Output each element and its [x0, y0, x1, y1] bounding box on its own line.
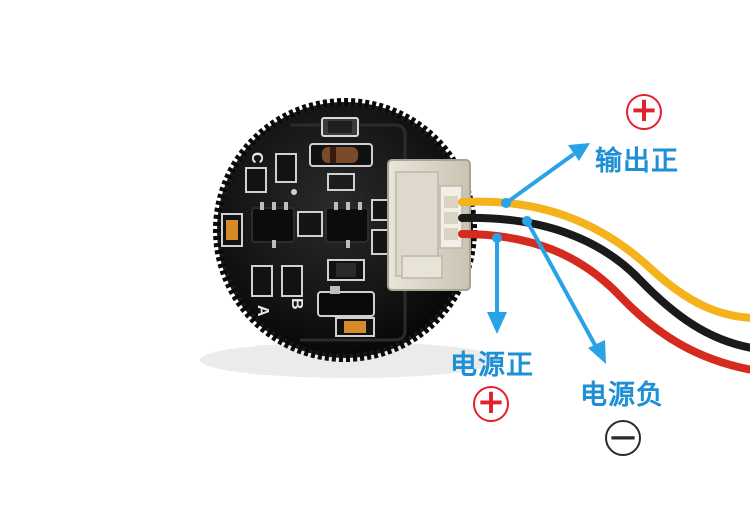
plus-icon-power: + [473, 385, 509, 422]
arrow-power-negative [525, 220, 597, 346]
label-output-positive: 输出正 [595, 146, 679, 177]
silkscreen-a: A [254, 305, 271, 317]
arrow-output-positive-head [568, 143, 590, 161]
plus-icon-output: + [626, 93, 662, 130]
callout-arrows [487, 143, 606, 364]
arrow-power-negative-head [588, 340, 606, 364]
silkscreen-c: C [248, 152, 265, 164]
jst-connector [387, 159, 471, 291]
wire-red [458, 230, 750, 374]
smd-components [221, 117, 391, 337]
silkscreen-b: B [288, 298, 305, 310]
minus-icon-power: — [605, 420, 641, 456]
arrow-power-positive-head [487, 312, 507, 334]
arrow-output-positive [504, 152, 576, 205]
label-power-negative: 电源负 [580, 380, 664, 411]
wire-yellow [458, 197, 750, 322]
label-power-positive: 电源正 [450, 350, 534, 381]
